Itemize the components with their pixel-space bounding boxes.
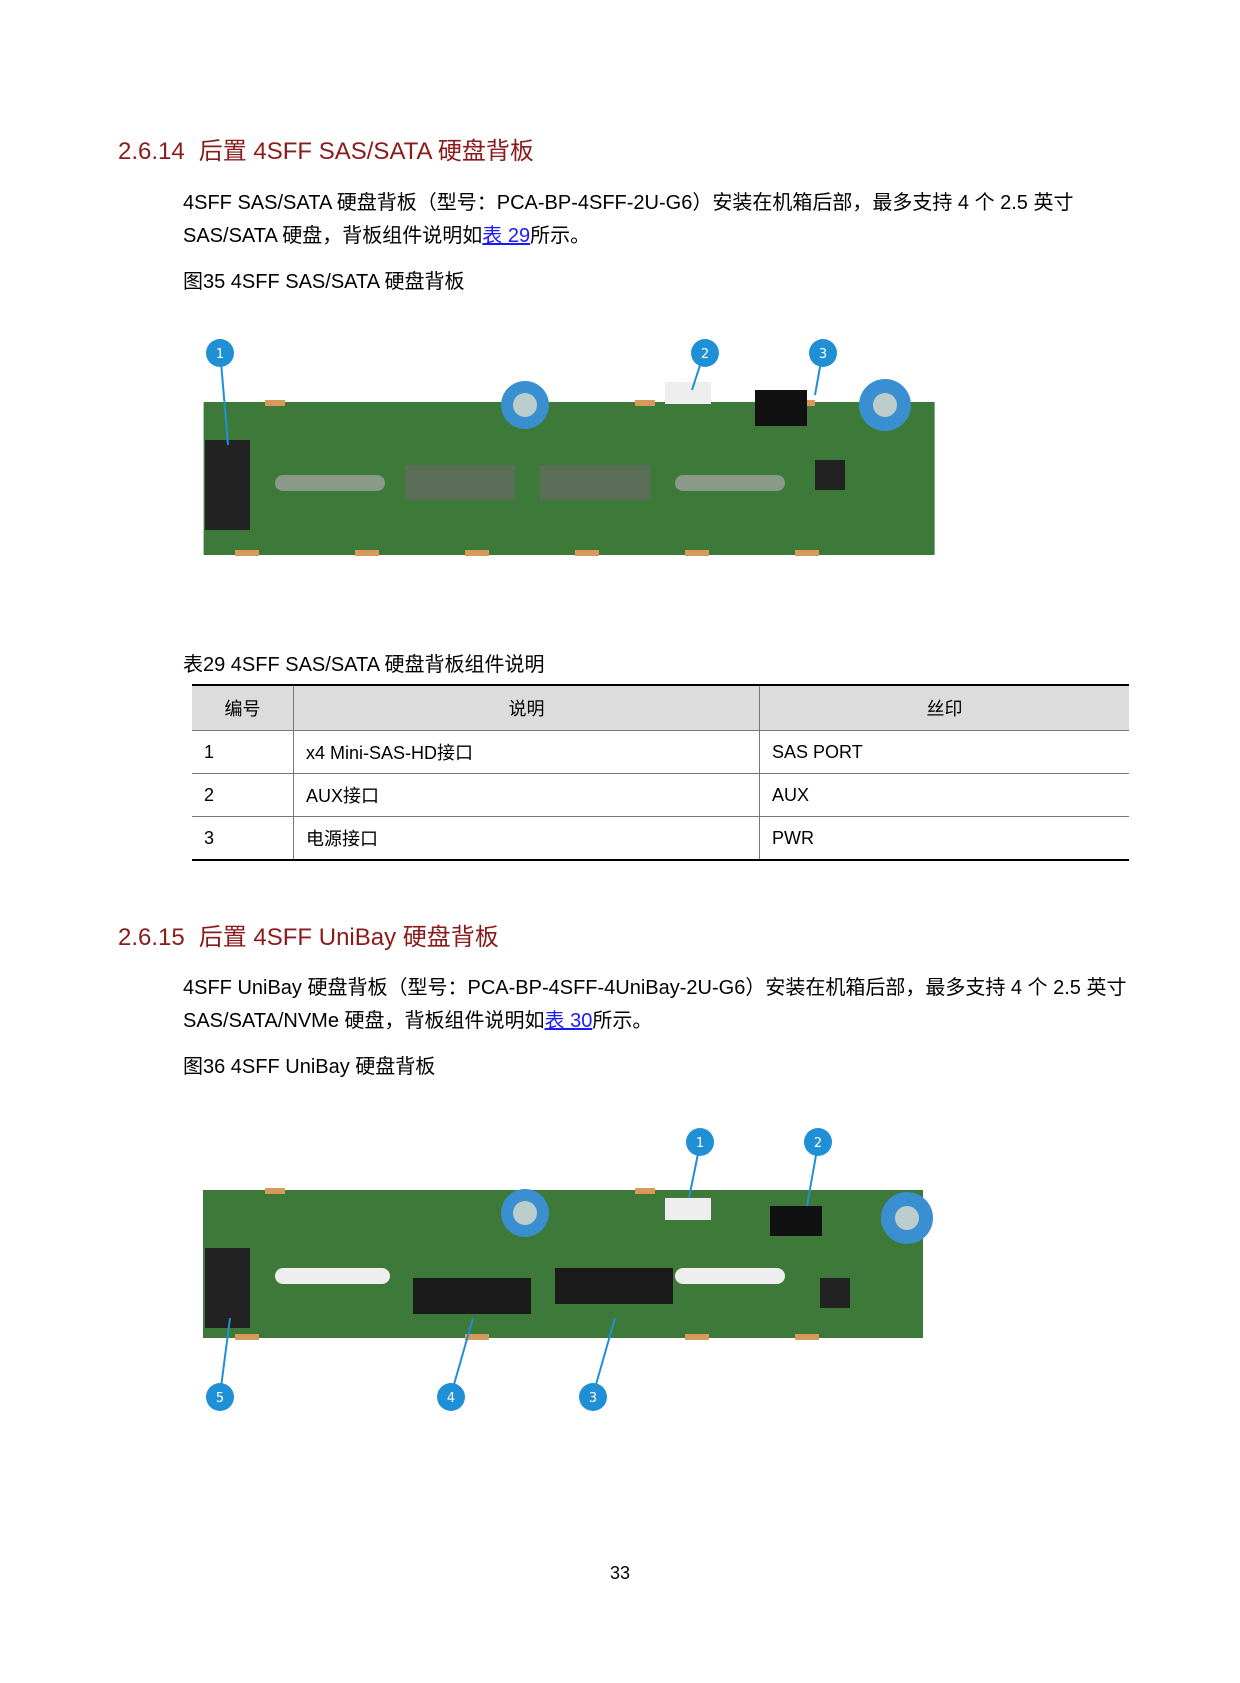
callout-5: 5 — [206, 1383, 234, 1411]
svg-text:2: 2 — [814, 1136, 822, 1151]
section-number: 2.6.14 — [118, 138, 185, 165]
header-description: 说明 — [293, 684, 760, 731]
callout-3: 3 — [809, 339, 837, 367]
section-paragraph: 4SFF UniBay 硬盘背板（型号：PCA-BP-4SFF-4UniBay-… — [183, 972, 1133, 1038]
figure-36-backplane-image: 1 2 3 4 5 — [203, 1128, 933, 1411]
figure-35-backplane-image: 1 2 3 — [203, 339, 935, 556]
table-29-link[interactable]: 表 29 — [482, 225, 531, 247]
section-title: 后置 4SFF SAS/SATA 硬盘背板 — [198, 138, 534, 165]
svg-text:4: 4 — [447, 1391, 455, 1406]
paragraph-text: 4SFF UniBay 硬盘背板（型号：PCA-BP-4SFF-4UniBay-… — [183, 977, 1127, 1032]
callout-2: 2 — [804, 1128, 832, 1156]
mini-sas-hd-connector — [205, 1248, 250, 1328]
figure-caption: 图35 4SFF SAS/SATA 硬盘背板 — [183, 271, 465, 293]
callout-1: 1 — [686, 1128, 714, 1156]
cell: 1 — [192, 730, 294, 774]
cell: 电源接口 — [293, 816, 760, 861]
aux-connector — [665, 1198, 711, 1220]
callout-4: 4 — [437, 1383, 465, 1411]
callout-3: 3 — [579, 1383, 607, 1411]
cell: 2 — [192, 773, 294, 817]
svg-text:3: 3 — [819, 347, 827, 362]
svg-text:5: 5 — [216, 1391, 224, 1406]
section-title: 后置 4SFF UniBay 硬盘背板 — [198, 924, 499, 951]
aux-connector — [665, 382, 711, 404]
svg-text:1: 1 — [696, 1136, 704, 1151]
section-number: 2.6.15 — [118, 924, 185, 951]
cell: PWR — [759, 816, 1129, 861]
power-connector — [770, 1206, 822, 1236]
header-silkscreen: 丝印 — [759, 684, 1129, 731]
paragraph-text-end: 所示。 — [530, 225, 591, 247]
table-caption: 表29 4SFF SAS/SATA 硬盘背板组件说明 — [183, 654, 545, 676]
cell: 3 — [192, 816, 294, 861]
slimsas-connector-4 — [413, 1278, 531, 1314]
header-number: 编号 — [192, 684, 294, 731]
section-heading-2-6-14: 2.6.14 后置 4SFF SAS/SATA 硬盘背板 — [118, 131, 534, 166]
table-header-row: 编号 说明 丝印 — [192, 684, 1129, 731]
section-paragraph: 4SFF SAS/SATA 硬盘背板（型号：PCA-BP-4SFF-2U-G6）… — [183, 187, 1133, 253]
slimsas-connector-3 — [555, 1268, 673, 1304]
callout-2: 2 — [691, 339, 719, 367]
cell: AUX — [759, 773, 1129, 817]
page-number: 33 — [609, 1563, 631, 1583]
svg-text:2: 2 — [701, 347, 709, 362]
cell: AUX接口 — [293, 773, 760, 817]
paragraph-text: 4SFF SAS/SATA 硬盘背板（型号：PCA-BP-4SFF-2U-G6）… — [183, 192, 1074, 247]
paragraph-text-end: 所示。 — [592, 1010, 653, 1032]
svg-text:1: 1 — [216, 347, 224, 362]
mini-sas-hd-connector — [205, 440, 250, 530]
table-30-link[interactable]: 表 30 — [544, 1010, 593, 1032]
section-heading-2-6-15: 2.6.15 后置 4SFF UniBay 硬盘背板 — [118, 917, 499, 952]
svg-text:3: 3 — [589, 1391, 597, 1406]
cell: SAS PORT — [759, 730, 1129, 774]
power-connector — [755, 390, 807, 426]
callout-1: 1 — [206, 339, 234, 367]
figure-caption: 图36 4SFF UniBay 硬盘背板 — [183, 1056, 436, 1078]
cell: x4 Mini-SAS-HD接口 — [293, 730, 760, 774]
